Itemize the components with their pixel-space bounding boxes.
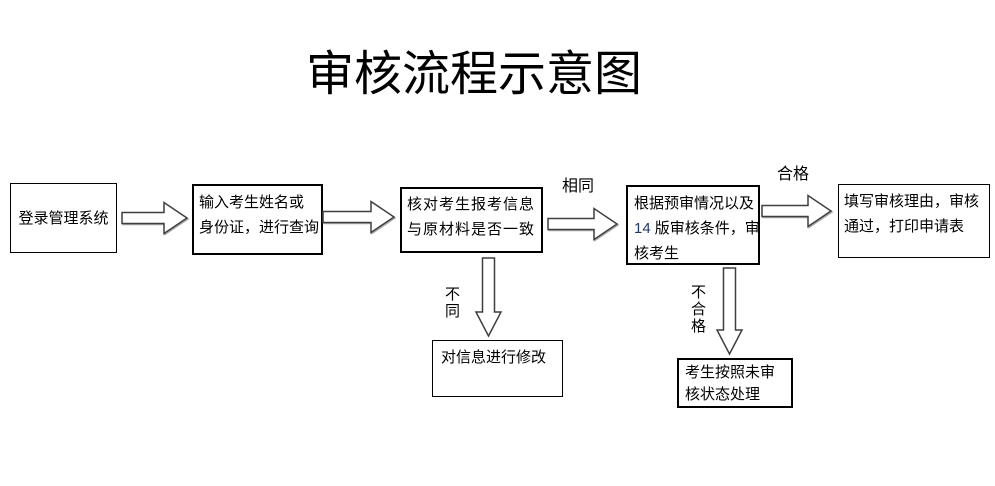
flow-box-verify: 核对考生报考信息与原材料是否一致 bbox=[400, 187, 543, 253]
flow-box-unreviewed: 考生按照未审核状态处理 bbox=[677, 358, 793, 408]
flow-box-login-text: 登录管理系统 bbox=[18, 209, 109, 227]
right-arrow-icon bbox=[121, 201, 189, 235]
flow-box-approve-text: 填写审核理由，审核通过，打印申请表 bbox=[844, 193, 980, 235]
flow-box-review-line1: 根据预审情况以及 bbox=[634, 195, 755, 212]
down-arrow-icon bbox=[715, 267, 744, 356]
right-arrow-icon bbox=[322, 200, 396, 234]
flow-box-modify: 对信息进行修改 bbox=[432, 340, 563, 397]
right-arrow-icon bbox=[547, 207, 619, 241]
flow-box-approve: 填写审核理由，审核通过，打印申请表 bbox=[838, 184, 990, 258]
version-number: 14 bbox=[634, 220, 651, 237]
right-arrow-icon bbox=[761, 194, 833, 228]
branch-label-different: 不同 bbox=[444, 286, 460, 320]
branch-label-qualified: 合格 bbox=[777, 166, 810, 183]
flow-box-review-line2-rest: 版审核条件，审 bbox=[654, 220, 760, 237]
flow-box-verify-text: 核对考生报考信息与原材料是否一致 bbox=[407, 196, 536, 238]
flow-box-login: 登录管理系统 bbox=[10, 183, 117, 253]
flow-box-unreviewed-text: 考生按照未审核状态处理 bbox=[685, 364, 776, 403]
flow-box-query-text: 输入考生姓名或身份证，进行查询 bbox=[199, 194, 320, 236]
branch-label-unqualified: 不合格 bbox=[690, 284, 706, 335]
diagram-title: 审核流程示意图 bbox=[306, 48, 643, 101]
flow-box-modify-text: 对信息进行修改 bbox=[441, 349, 547, 366]
flow-box-review-line3: 核考生 bbox=[634, 245, 680, 262]
flow-box-query: 输入考生姓名或身份证，进行查询 bbox=[192, 184, 323, 255]
down-arrow-icon bbox=[474, 257, 503, 338]
branch-label-same: 相同 bbox=[562, 178, 595, 195]
